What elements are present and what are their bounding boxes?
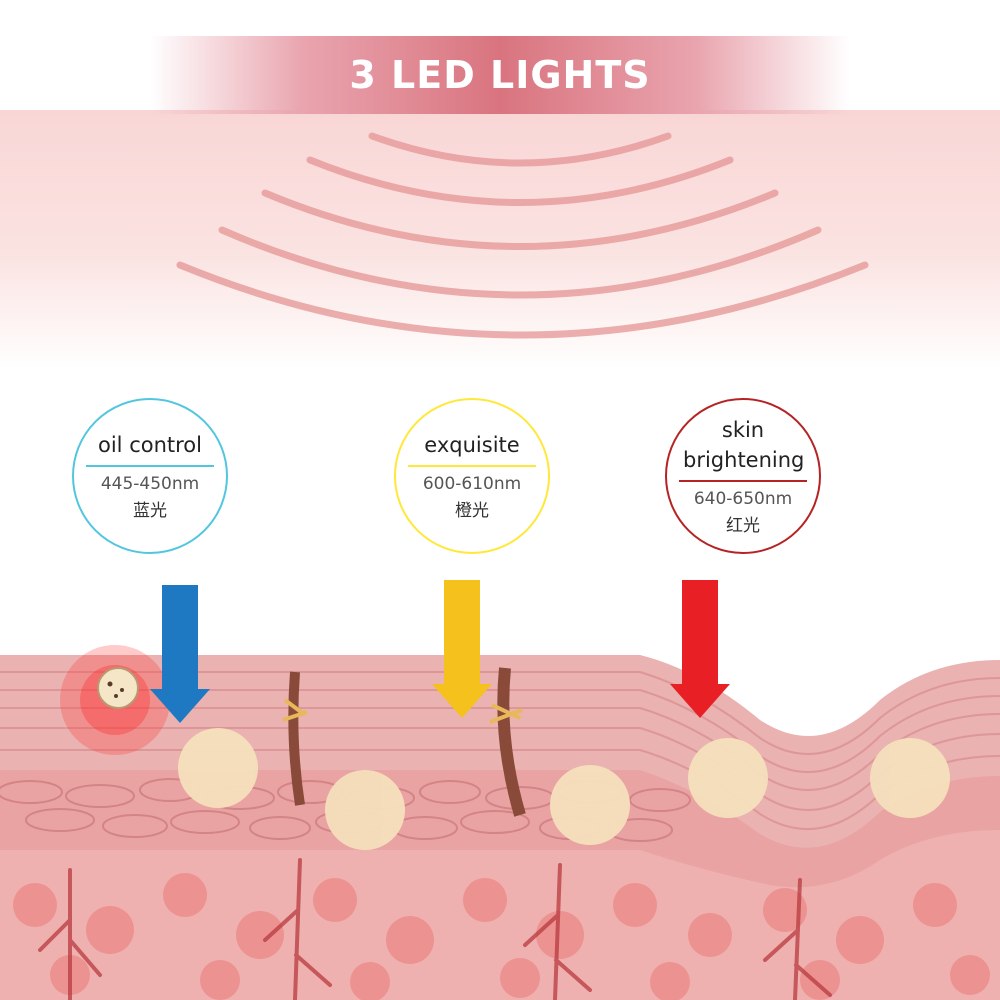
skin-spot — [550, 765, 630, 845]
hair-follicle — [282, 671, 308, 806]
badge-orange-light: exquisite 600-610nm 橙光 — [394, 398, 550, 554]
skin-spot — [870, 738, 950, 818]
arrow-head — [150, 689, 210, 723]
red-arrow-down-icon — [670, 580, 730, 718]
wavelength-label: 640-650nm — [693, 488, 793, 509]
blue-arrow-down-icon — [150, 585, 210, 723]
arrow-head — [432, 684, 492, 718]
light-waves — [176, 132, 869, 339]
skin-spot — [178, 728, 258, 808]
title-banner: 3 LED LIGHTS — [150, 36, 850, 114]
skin-spots — [178, 728, 950, 850]
arrow-shaft — [682, 580, 718, 684]
light-wave — [306, 156, 734, 206]
hair-follicle — [489, 667, 526, 817]
divider — [408, 465, 536, 468]
light-wave — [176, 261, 869, 339]
arrow-shaft — [162, 585, 198, 689]
arrow-head — [670, 684, 730, 718]
divider — [86, 465, 214, 468]
light-benefit-label: oil control — [98, 432, 202, 457]
light-color-label: 橙光 — [455, 501, 489, 522]
light-color-label: 红光 — [726, 515, 760, 536]
light-wave — [261, 189, 779, 250]
light-benefit-label: skin brightening — [683, 418, 805, 472]
badge-blue-light: oil control 445-450nm 蓝光 — [72, 398, 228, 554]
yellow-arrow-down-icon — [432, 580, 492, 718]
arrow-shaft — [444, 580, 480, 684]
wavelength-label: 445-450nm — [100, 474, 200, 495]
light-wave — [218, 226, 822, 299]
acne-spot — [60, 645, 170, 755]
light-wave — [368, 132, 672, 167]
light-glow — [0, 110, 1000, 370]
skin-spot — [325, 770, 405, 850]
page-title: 3 LED LIGHTS — [349, 53, 651, 97]
dermis-cells — [13, 873, 990, 1000]
light-benefit-label: exquisite — [424, 432, 520, 457]
divider — [679, 479, 807, 482]
blood-vessels — [38, 858, 832, 1000]
wavelength-label: 600-610nm — [422, 474, 522, 495]
badge-red-light: skin brightening 640-650nm 红光 — [665, 398, 821, 554]
light-color-label: 蓝光 — [133, 501, 167, 522]
skin-spot — [688, 738, 768, 818]
